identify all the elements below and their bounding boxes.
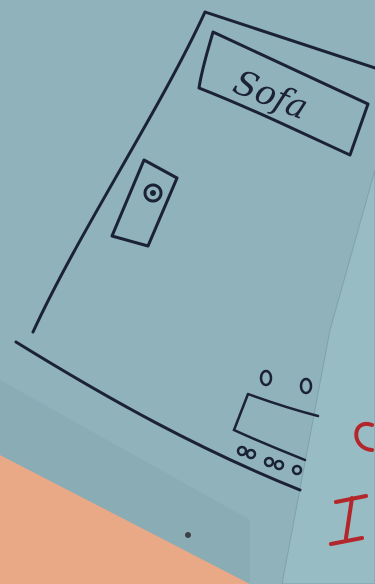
paper-dot xyxy=(185,532,191,538)
